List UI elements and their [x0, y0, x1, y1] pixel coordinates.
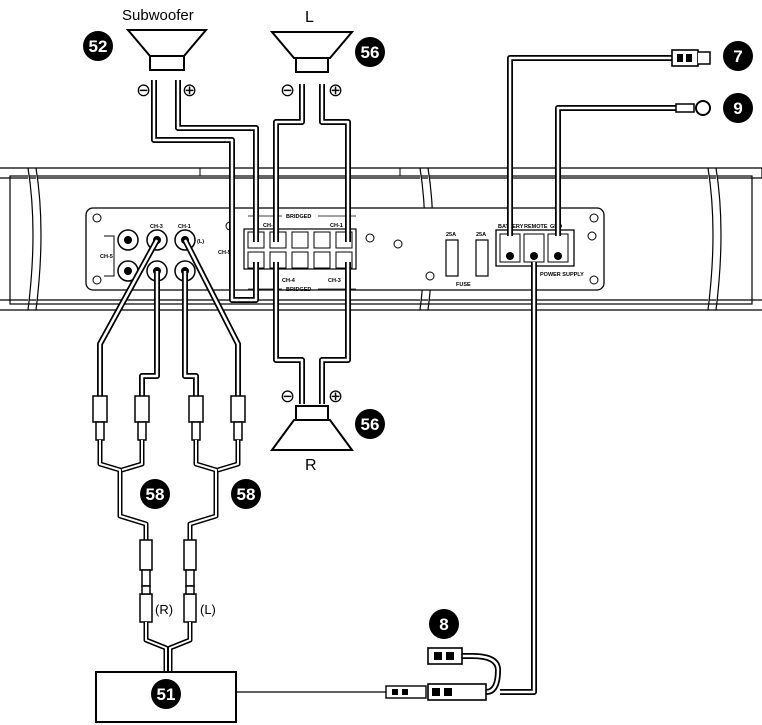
- left-speaker-icon: [269, 31, 355, 73]
- battery-spade-terminal-icon: [671, 49, 711, 67]
- svg-text:8: 8: [439, 615, 448, 634]
- right-speaker-callout: 56: [355, 409, 385, 439]
- remote-label: REMOTE: [524, 224, 548, 230]
- ch5-side-label: CH-5: [100, 254, 113, 260]
- right-minus: ⊖: [280, 386, 295, 406]
- left-minus: ⊖: [280, 80, 295, 100]
- rca-right-label: (R): [155, 602, 173, 617]
- power-wiring: [462, 55, 676, 695]
- svg-text:58: 58: [146, 485, 165, 504]
- fuse-a-rating: 25A: [446, 232, 456, 238]
- bridged-top-label: BRIDGED: [286, 214, 311, 220]
- head-unit-callout: 51: [151, 679, 181, 709]
- svg-text:58: 58: [237, 485, 256, 504]
- fuse-b-rating: 25A: [476, 232, 486, 238]
- y-cable-right-callout: 58: [231, 479, 261, 509]
- left-plus: ⊕: [328, 80, 343, 100]
- subwoofer-callout: 52: [83, 31, 113, 61]
- rca-left-label: (L): [200, 602, 216, 617]
- fuse-a[interactable]: [445, 239, 459, 277]
- subwoofer-plus: ⊕: [182, 80, 197, 100]
- svg-text:51: 51: [157, 685, 176, 704]
- speaker-terminal-block: BRIDGED CH-2 CH-1 CH-4 CH-3 BRIDGED: [243, 214, 357, 293]
- rca-plug-icon: [92, 395, 246, 441]
- right-speaker-icon: [270, 405, 354, 451]
- svg-text:9: 9: [733, 99, 742, 118]
- ch3-label: CH-3: [328, 278, 341, 284]
- rca-ch1-label: CH-1: [178, 224, 191, 230]
- svg-text:56: 56: [361, 43, 380, 62]
- subwoofer-minus: ⊖: [136, 80, 151, 100]
- right-speaker-label: R: [305, 457, 317, 474]
- remote-lead-callout: 8: [429, 609, 459, 639]
- ground-ring-terminal-icon: [675, 100, 711, 116]
- bridged-bottom-label: BRIDGED: [286, 287, 311, 293]
- left-speaker-label: L: [305, 9, 314, 26]
- left-speaker-callout: 56: [355, 37, 385, 67]
- rca-ch3-label: CH-3: [150, 224, 163, 230]
- power-supply-label: POWER SUPPLY: [540, 272, 584, 278]
- battery-lead-callout: 7: [723, 41, 753, 71]
- fuse-b[interactable]: [475, 239, 489, 277]
- ch5-label: CH-5: [218, 250, 231, 256]
- ch4-label: CH-4: [282, 278, 296, 284]
- ch2-label: CH-2: [263, 223, 276, 229]
- remote-connector-icon: [236, 647, 487, 701]
- ground-lead-callout: 9: [723, 93, 753, 123]
- svg-text:56: 56: [361, 415, 380, 434]
- fuse-label: FUSE: [456, 282, 471, 288]
- svg-text:7: 7: [733, 47, 742, 66]
- right-plus: ⊕: [328, 386, 343, 406]
- svg-text:52: 52: [89, 37, 108, 56]
- head-unit-cables: [143, 622, 193, 672]
- rca-l-label: (L): [197, 239, 204, 245]
- subwoofer-speaker-icon: [125, 29, 209, 71]
- ch1-label: CH-1: [330, 223, 343, 229]
- fuse-section: 25A 25A FUSE: [445, 232, 489, 288]
- y-cable-left-callout: 58: [140, 479, 170, 509]
- subwoofer-label: Subwoofer: [122, 7, 194, 24]
